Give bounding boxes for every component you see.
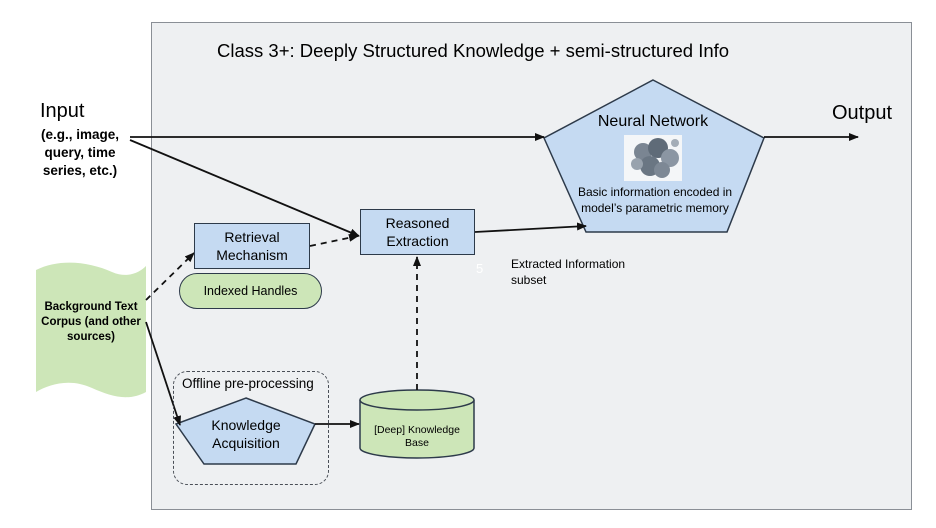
arrow-extraction-to-nn [474, 222, 587, 233]
retrieval-mechanism-line2: Mechanism [216, 247, 288, 263]
extracted-info-label: Extracted Information subset [511, 256, 625, 288]
input-examples-line3: series, etc.) [42, 163, 118, 178]
input-examples: (e.g., image, query, time series, etc.) [38, 126, 122, 180]
background-corpus-line3: sources) [67, 331, 115, 343]
offline-preprocessing-group [173, 371, 329, 485]
extracted-info-line1: Extracted Information [511, 257, 626, 271]
arrow-corpus-to-retrieval [145, 252, 195, 301]
output-label: Output [832, 102, 893, 124]
neural-network-desc-line2: model’s parametric memory [581, 201, 729, 215]
knowledge-acquisition-line1: Knowledge [211, 417, 281, 433]
neural-network-desc: Basic information encoded in model’s par… [560, 184, 750, 216]
knowledge-base-line2: Base [405, 437, 429, 449]
indexed-handles-pill: Indexed Handles [179, 273, 322, 309]
arrow-retrieval-to-extraction [309, 233, 359, 247]
indexed-handles-label: Indexed Handles [203, 284, 298, 298]
arrow-corpus-to-acquisition [145, 321, 181, 426]
input-label: Input [40, 100, 85, 122]
knowledge-base-cylinder [359, 389, 475, 459]
arrow-input-to-extraction [129, 139, 360, 237]
background-corpus-shape [36, 262, 146, 398]
reasoned-extraction-line2: Extraction [386, 233, 449, 249]
background-corpus-label: Background Text Corpus (and other source… [36, 300, 146, 345]
knowledge-acquisition-label: Knowledge Acquisition [186, 416, 306, 452]
offline-preprocessing-label: Offline pre-processing [182, 376, 314, 391]
retrieval-mechanism-line1: Retrieval [224, 229, 280, 245]
background-corpus-line2: Corpus (and other [41, 316, 141, 328]
knowledge-base-label: [Deep] Knowledge Base [360, 424, 474, 450]
knowledge-base-line1: [Deep] Knowledge [374, 424, 460, 436]
reasoned-extraction-line1: Reasoned [385, 215, 450, 231]
input-examples-line2: query, time [44, 145, 116, 160]
input-examples-line1: (e.g., image, [40, 127, 120, 142]
knowledge-acquisition-pentagon [174, 397, 317, 465]
extracted-info-line2: subset [511, 273, 547, 287]
reasoned-extraction-box: Reasoned Extraction [360, 209, 475, 255]
neural-network-title: Neural Network [597, 113, 709, 130]
stray-number: 5 [476, 261, 484, 276]
knowledge-acquisition-line2: Acquisition [212, 435, 280, 451]
neural-network-image [624, 135, 682, 181]
diagram-title: Class 3+: Deeply Structured Knowledge + … [217, 40, 730, 61]
retrieval-mechanism-box: Retrieval Mechanism [194, 223, 310, 269]
neural-network-desc-line1: Basic information encoded in [577, 185, 733, 199]
background-corpus-line1: Background Text [44, 301, 138, 313]
